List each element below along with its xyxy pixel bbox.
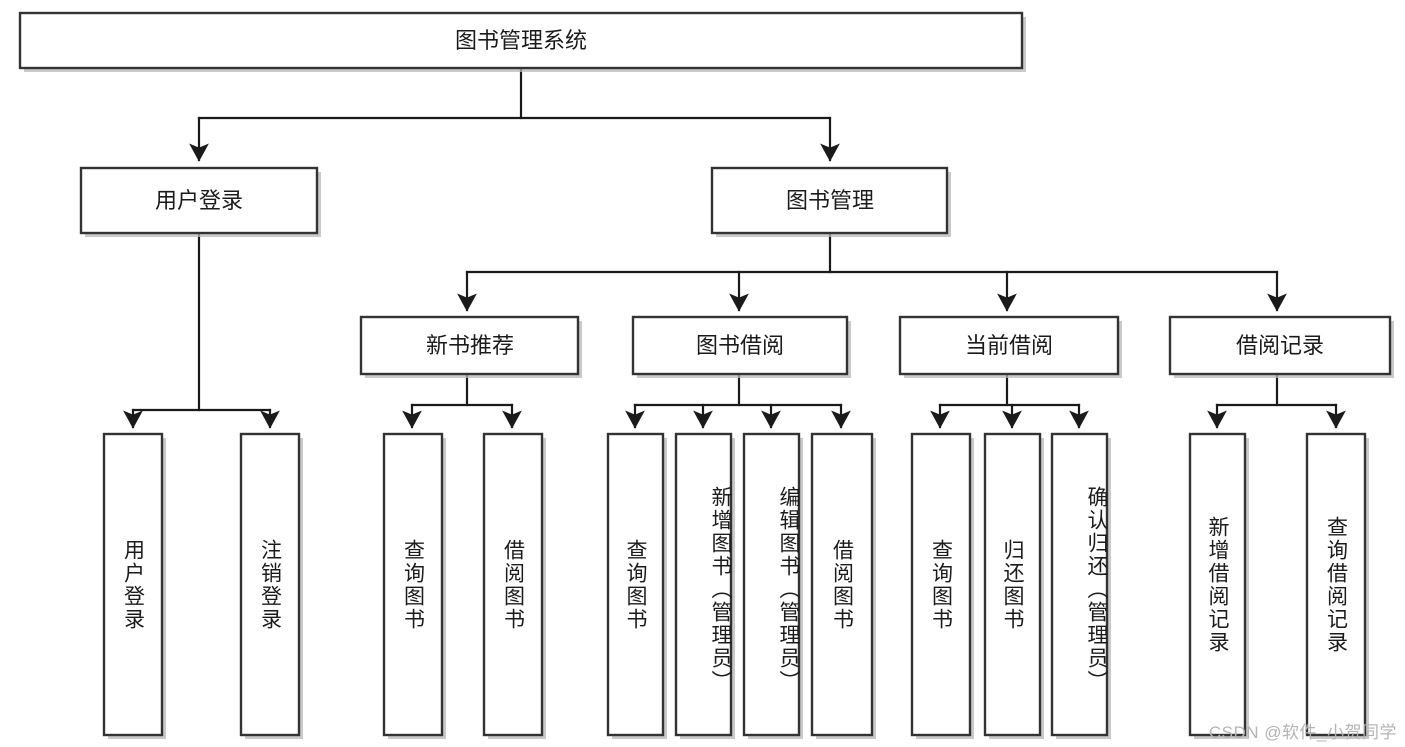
node-user-login-label: 用户登录 <box>155 188 243 213</box>
connector-group-current-borrow <box>930 372 1089 429</box>
leaf-box-add-book-admin[interactable] <box>674 432 735 739</box>
leaf-box-query-book-rec[interactable] <box>382 432 446 739</box>
node-borrow-record-label: 借阅记录 <box>1236 333 1324 358</box>
leaf-box-user-login[interactable] <box>102 432 166 739</box>
node-current-borrow[interactable]: 当前借阅 <box>898 315 1122 378</box>
connector-group-user-login <box>123 231 280 429</box>
leaf-box-edit-book-admin[interactable] <box>742 432 803 739</box>
leaf-box-query-book-current[interactable] <box>910 432 974 739</box>
leaf-box-query-book-borrow[interactable] <box>606 432 667 739</box>
leaf-box-borrow-book-rec[interactable] <box>482 432 546 739</box>
leaf-box-return-book[interactable] <box>983 432 1044 739</box>
node-new-book-recommend[interactable]: 新书推荐 <box>359 315 582 378</box>
node-book-management[interactable]: 图书管理 <box>710 166 951 237</box>
watermark-text: CSDN @软件_小贺同学 <box>1208 723 1397 742</box>
connector-group-book-borrow <box>625 372 851 429</box>
node-user-login[interactable]: 用户登录 <box>79 166 321 237</box>
node-book-borrow-label: 图书借阅 <box>696 333 784 358</box>
connector-group-new-book <box>402 372 522 429</box>
connector-group-book-manage <box>457 231 1287 312</box>
node-current-borrow-label: 当前借阅 <box>965 333 1053 358</box>
leaf-box-borrow-book[interactable] <box>810 432 876 739</box>
connector-group-borrow-record <box>1207 372 1346 429</box>
node-book-borrow[interactable]: 图书借阅 <box>631 315 851 378</box>
leaf-box-query-borrow-record[interactable] <box>1305 432 1369 739</box>
node-book-management-label: 图书管理 <box>786 188 874 213</box>
leaf-box-confirm-return-admin[interactable] <box>1050 432 1111 739</box>
node-root[interactable]: 图书管理系统 <box>18 11 1026 72</box>
leaf-box-add-borrow-record[interactable] <box>1188 432 1249 739</box>
node-new-book-recommend-label: 新书推荐 <box>426 333 514 358</box>
node-borrow-record[interactable]: 借阅记录 <box>1168 315 1394 378</box>
connector-group-root <box>189 66 840 162</box>
node-root-label: 图书管理系统 <box>455 28 587 53</box>
leaf-box-logout[interactable] <box>239 432 303 739</box>
